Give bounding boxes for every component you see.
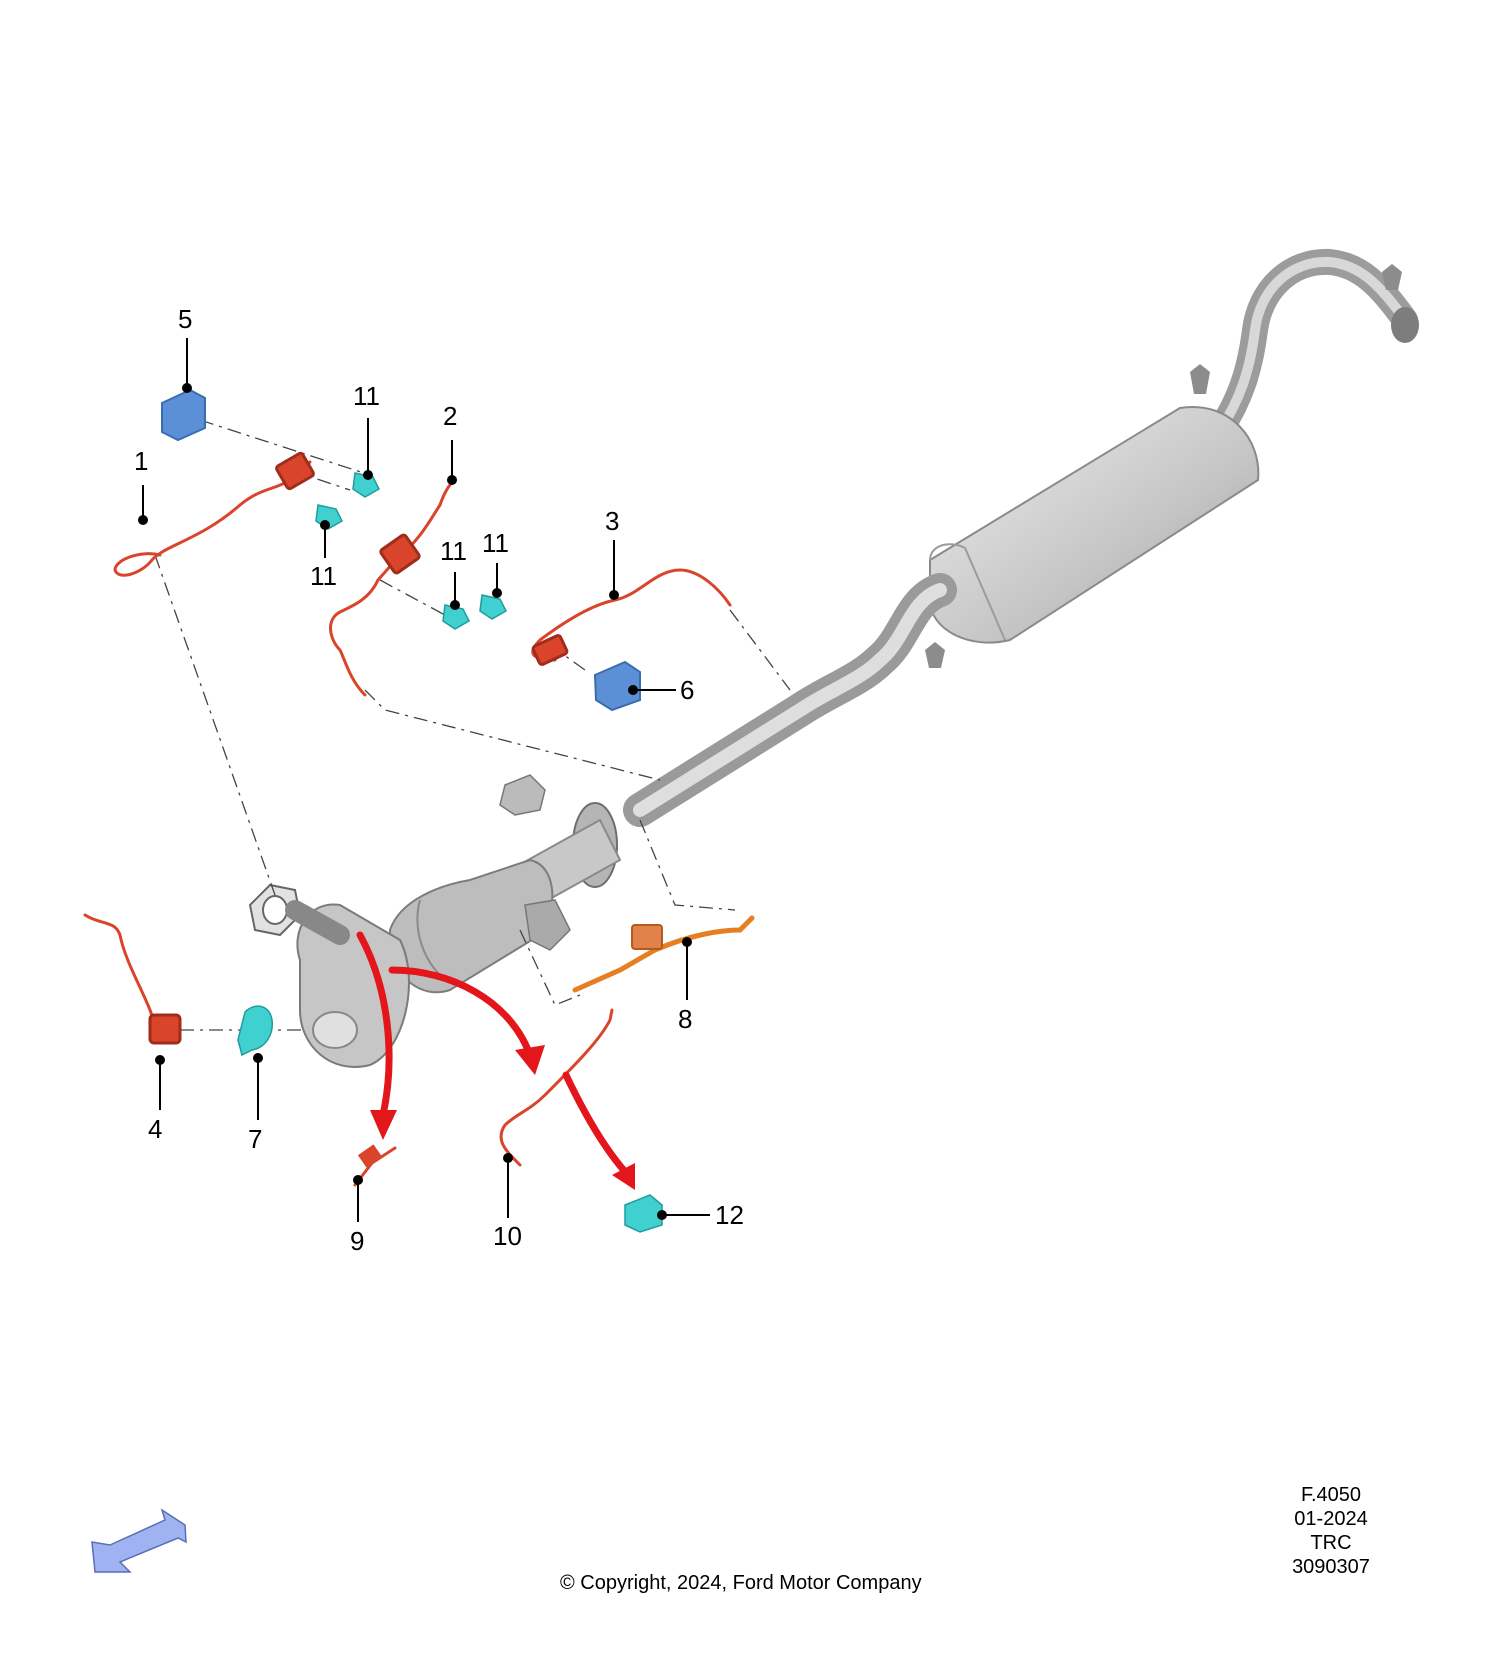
callout-1: 1 <box>134 446 148 476</box>
callout-11-mid: 11 <box>440 536 467 566</box>
harness-1-connector <box>275 451 315 491</box>
callout-labels: 1 2 3 4 5 6 7 8 9 10 11 11 11 11 12 <box>134 304 744 1256</box>
pipe-sensor-bracket <box>499 774 546 816</box>
connector-bracket-5 <box>161 388 206 442</box>
drawing-number: 3090307 <box>1292 1556 1370 1578</box>
clip-11-mid <box>442 604 470 630</box>
harness-2 <box>329 476 457 697</box>
callout-5: 5 <box>178 304 192 334</box>
clip-12 <box>624 1194 663 1233</box>
sensor-clip-7 <box>237 1005 273 1057</box>
arrow-to-9 <box>356 931 393 1119</box>
drawing-code: F.4050 <box>1300 1484 1362 1506</box>
callout-6: 6 <box>680 675 694 705</box>
callout-9: 9 <box>350 1226 364 1256</box>
exhaust-assembly <box>248 248 1419 1068</box>
tail-pipe-tip <box>1391 307 1419 343</box>
callout-8: 8 <box>678 1004 692 1034</box>
connector-bracket-6 <box>593 660 641 712</box>
harness-3-connector <box>531 634 569 666</box>
front-hanger <box>925 642 945 668</box>
callout-2: 2 <box>443 401 457 431</box>
rear-hanger <box>1382 264 1402 290</box>
callout-11-top: 11 <box>353 381 380 411</box>
callout-12: 12 <box>715 1200 744 1230</box>
callout-leaders <box>138 338 710 1222</box>
drawing-reference-block: F.4050 01-2024 TRC 3090307 <box>1276 1483 1386 1579</box>
vehicle-front-arrow-icon <box>91 1508 187 1573</box>
callout-4: 4 <box>148 1114 162 1144</box>
mid-hanger <box>1190 364 1210 394</box>
clip-11-right <box>479 594 507 620</box>
callout-11-left: 11 <box>310 561 337 591</box>
callout-7: 7 <box>248 1124 262 1154</box>
arrow-to-10 <box>388 966 534 1059</box>
sensor-4-lead <box>83 913 167 1032</box>
sensor-4-body <box>148 1013 182 1045</box>
muffler <box>929 405 1260 644</box>
callout-11-right: 11 <box>482 528 509 558</box>
clips <box>237 472 663 1233</box>
drawing-region: TRC <box>1310 1532 1352 1554</box>
callout-3: 3 <box>605 506 619 536</box>
harness-2-connector <box>379 533 421 575</box>
converter-bracket <box>524 899 571 951</box>
drawing-date: 01-2024 <box>1294 1508 1368 1530</box>
copyright-text: © Copyright, 2024, Ford Motor Company <box>560 1572 922 1594</box>
harness-1 <box>113 460 312 577</box>
exhaust-gas-sensor-8 <box>572 915 755 993</box>
arrow-to-12 <box>562 1071 632 1179</box>
callout-10: 10 <box>493 1221 522 1251</box>
red-indicator-arrows <box>356 931 635 1190</box>
sensor-10 <box>499 1008 614 1167</box>
